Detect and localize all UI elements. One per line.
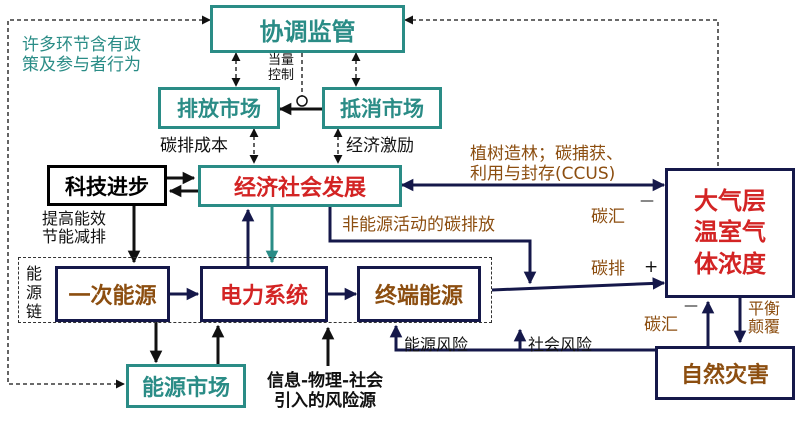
node-coordination[interactable]: 协调监管 bbox=[210, 5, 405, 53]
node-atmosphere[interactable]: 大气层 温室气 体浓度 bbox=[665, 168, 795, 298]
carbon-emission-label: 碳排 bbox=[591, 259, 625, 279]
node-end-energy-label: 终端能源 bbox=[374, 284, 463, 309]
node-energy-market-label: 能源市场 bbox=[141, 376, 230, 401]
economic-incentive-label: 经济激励 bbox=[346, 136, 414, 156]
node-emission-market[interactable]: 排放市场 bbox=[158, 87, 280, 129]
energy-chain-label: 能 源 链 bbox=[26, 264, 43, 322]
outer-loop-left bbox=[7, 15, 211, 389]
non-energy-emission-label: 非能源活动的碳排放 bbox=[342, 215, 495, 235]
carbon-sink-top-label: 碳汇 bbox=[591, 207, 625, 227]
node-power-system-label: 电力系统 bbox=[219, 284, 308, 309]
node-tech-progress-label: 科技进步 bbox=[65, 174, 149, 199]
carbon-emission-sign: + bbox=[644, 257, 659, 277]
non-energy-emission-line bbox=[328, 206, 537, 285]
social-risk-label: 社会风险 bbox=[528, 335, 593, 354]
node-offset-market-label: 抵消市场 bbox=[340, 97, 424, 121]
node-energy-market[interactable]: 能源市场 bbox=[126, 364, 246, 408]
carbon-sink-bottom-sign: — bbox=[684, 298, 698, 314]
node-primary-energy[interactable]: 一次能源 bbox=[55, 266, 170, 322]
balance-overturn-label: 平衡 颠覆 bbox=[748, 299, 781, 337]
carbon-cost-label: 碳排成本 bbox=[160, 136, 228, 156]
energy-chain-frame bbox=[18, 257, 492, 323]
improve-efficiency-label: 提高能效 节能减排 bbox=[42, 209, 107, 247]
disaster-energy-risk-line bbox=[389, 324, 656, 352]
node-primary-energy-label: 一次能源 bbox=[68, 284, 157, 309]
node-power-system[interactable]: 电力系统 bbox=[200, 266, 328, 322]
node-natural-disaster[interactable]: 自然灾害 bbox=[655, 346, 795, 400]
carbon-sink-top-sign: — bbox=[640, 193, 654, 209]
quota-control-label: 当量 控制 bbox=[268, 53, 295, 83]
node-atmosphere-label: 大气层 温室气 体浓度 bbox=[694, 187, 766, 278]
energy-risk-label: 能源风险 bbox=[404, 335, 469, 354]
node-emission-market-label: 排放市场 bbox=[177, 97, 261, 121]
node-economic-dev[interactable]: 经济社会发展 bbox=[198, 165, 402, 207]
node-tech-progress[interactable]: 科技进步 bbox=[47, 165, 167, 206]
emission-to-atmosphere bbox=[491, 277, 666, 292]
carbon-sink-bottom-label: 碳汇 bbox=[644, 315, 678, 335]
node-end-energy[interactable]: 终端能源 bbox=[357, 266, 481, 322]
risk-source-label: 信息-物理-社会 引入的风险源 bbox=[267, 371, 384, 411]
node-offset-market[interactable]: 抵消市场 bbox=[322, 87, 442, 129]
afforestation-label: 植树造林；碳捕获、 利用与封存(CCUS) bbox=[470, 144, 623, 184]
node-economic-dev-label: 经济社会发展 bbox=[233, 176, 366, 201]
quota-control-node bbox=[296, 95, 308, 107]
policy-note: 许多环节含有政 策及参与者行为 bbox=[22, 35, 141, 75]
node-coordination-label: 协调监管 bbox=[259, 17, 356, 46]
node-natural-disaster-label: 自然灾害 bbox=[680, 363, 769, 388]
